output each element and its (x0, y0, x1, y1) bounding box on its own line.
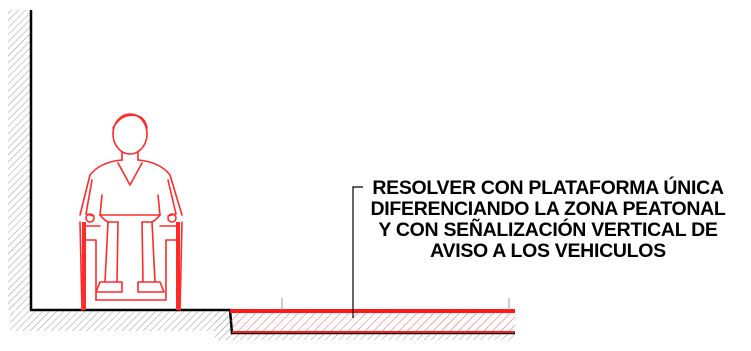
annotation-line-1: RESOLVER CON PLATAFORMA ÚNICA (372, 177, 724, 199)
annotation-text: RESOLVER CON PLATAFORMA ÚNICA DIFERENCIA… (348, 178, 748, 262)
annotation-line-2: DIFERENCIANDO LA ZONA PEATONAL (370, 198, 726, 220)
annotation-leader (352, 186, 363, 318)
wall-hatch (8, 10, 31, 310)
wall-and-sidewalk-outline (29, 10, 515, 335)
person-in-wheelchair-icon (79, 113, 183, 311)
annotation-line-3: Y CON SEÑALIZACIÓN VERTICAL DE (378, 219, 718, 241)
single-platform (230, 298, 515, 333)
annotation-line-4: AVISO A LOS VEHICULOS (430, 240, 666, 262)
